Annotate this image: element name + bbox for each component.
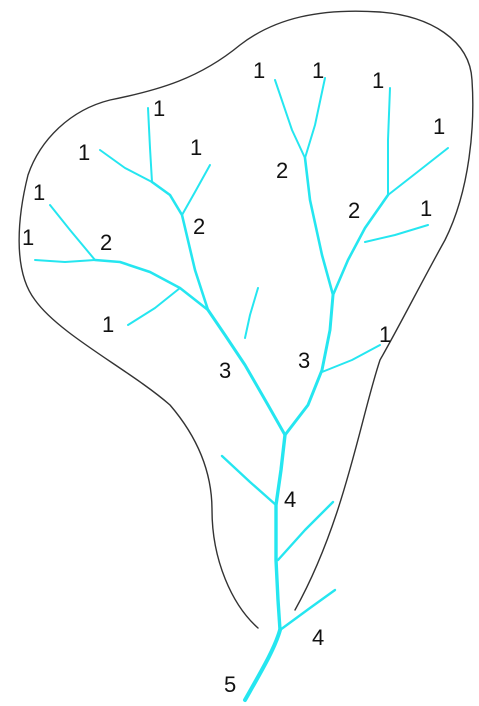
order-label: 1	[433, 114, 445, 139]
order-label: 1	[379, 322, 391, 347]
order-label: 2	[348, 198, 360, 223]
order-label: 1	[102, 312, 114, 337]
stream-order-5-segment	[245, 630, 280, 700]
order-label: 3	[298, 348, 310, 373]
stream-order-1-left-f	[128, 288, 180, 325]
stream-order-1-left-g	[245, 288, 258, 338]
stream-order-1-left-d	[50, 205, 95, 260]
order-label: 2	[193, 214, 205, 239]
order-label: 1	[33, 180, 45, 205]
order-label: 1	[78, 140, 90, 165]
order-label: 1	[153, 96, 165, 121]
stream-order-2-right-lower	[333, 195, 388, 295]
order-label: 2	[276, 158, 288, 183]
order-label: 1	[372, 68, 384, 93]
stream-order-1-right-d	[388, 148, 448, 195]
order-label: 1	[253, 58, 265, 83]
stream-order-2-left-lower	[95, 260, 208, 310]
stream-order-1-right-c	[388, 88, 390, 195]
watershed-boundary	[19, 11, 473, 628]
order-label: 1	[22, 225, 34, 250]
stream-order-1-left	[222, 456, 276, 505]
stream-order-1-left-b	[100, 150, 152, 182]
order-label: 5	[224, 672, 236, 697]
stream-order-1-lower-right	[280, 590, 335, 630]
order-label: 4	[312, 625, 324, 650]
stream-order-2-left-upper	[152, 182, 208, 310]
stream-order-1-right-e	[365, 225, 428, 242]
order-label: 4	[284, 487, 296, 512]
stream-order-1-right-b	[305, 78, 325, 158]
stream-order-4-trunk	[276, 435, 285, 630]
order-label: 1	[312, 58, 324, 83]
stream-order-2-right-upper	[305, 158, 333, 295]
order-label: 1	[420, 196, 432, 221]
stream-order-1-left-a	[148, 108, 152, 182]
stream-order-1-left-c	[182, 165, 210, 215]
order-label: 3	[219, 358, 231, 383]
stream-order-1-left-e	[35, 260, 95, 262]
stream-order-1-right-a	[275, 80, 305, 158]
order-label: 1	[190, 135, 202, 160]
order-label: 2	[100, 230, 112, 255]
stream-order-1-right-f	[322, 345, 380, 372]
